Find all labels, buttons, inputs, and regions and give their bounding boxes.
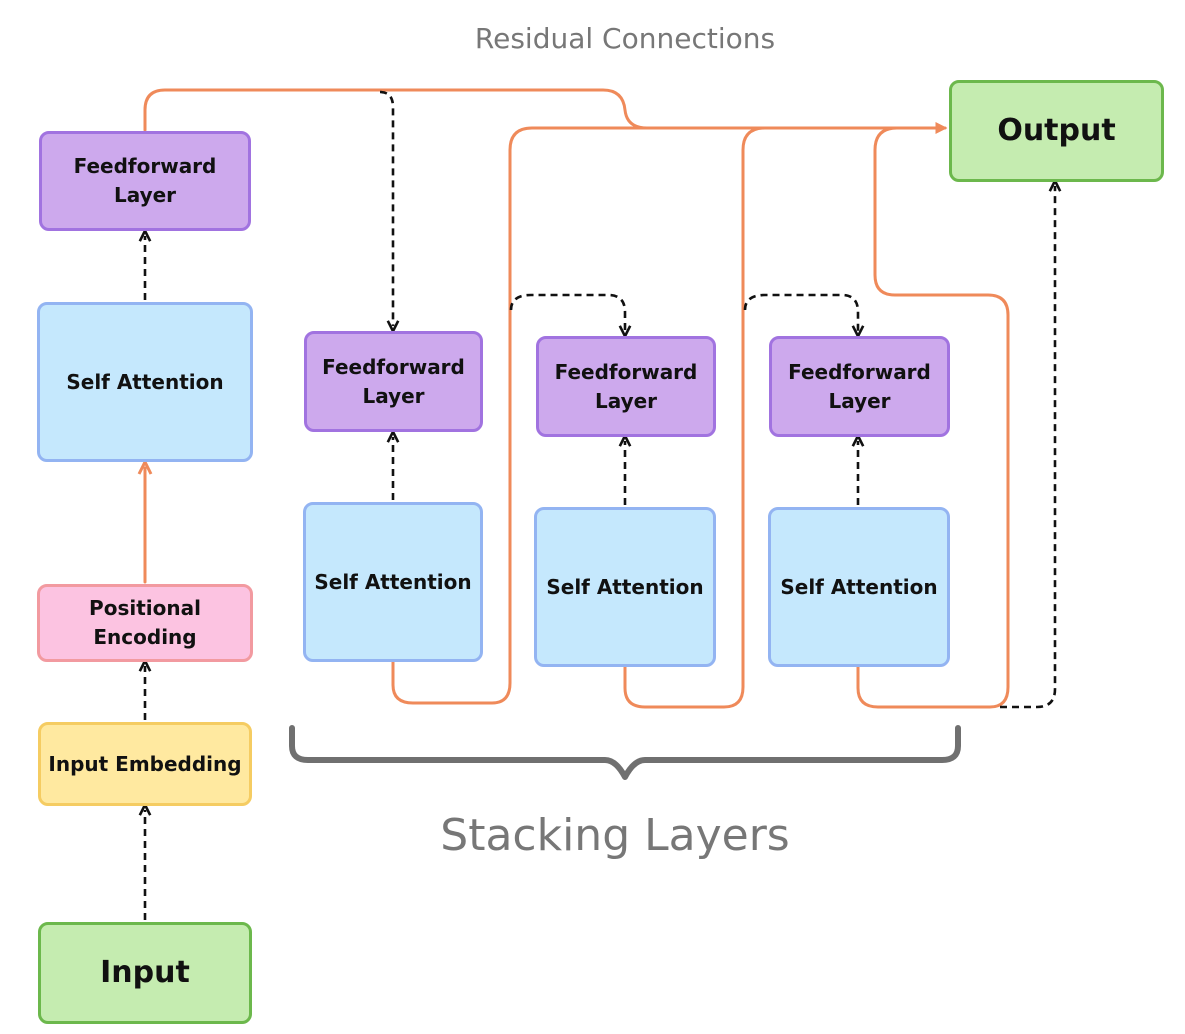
flow-into-layer-2 xyxy=(509,293,625,331)
flow-into-layer-3 xyxy=(743,293,858,331)
input-box: Input xyxy=(38,922,252,1024)
feedforward-layer-label: Feedforward Layer xyxy=(322,354,465,408)
output-box: Output xyxy=(949,80,1164,182)
output-label: Output xyxy=(997,113,1116,149)
residual-line-layer-2 xyxy=(623,126,902,709)
feedforward-layer-box-input-stack: Feedforward Layer xyxy=(39,131,251,231)
flow-to-output xyxy=(1000,186,1055,709)
residual-line-first-feedforward xyxy=(143,88,948,134)
feedforward-layer-label: Feedforward Layer xyxy=(73,154,217,207)
stacking-layers-caption: Stacking Layers xyxy=(440,810,790,861)
self-attention-box-3: Self Attention xyxy=(768,507,950,667)
positional-encoding-label: Positional Encoding xyxy=(89,596,201,649)
positional-encoding-box: Positional Encoding xyxy=(37,584,253,662)
feedforward-layer-label: Feedforward Layer xyxy=(554,359,698,413)
input-label: Input xyxy=(100,955,190,991)
self-attention-box-1: Self Attention xyxy=(303,502,483,662)
feedforward-layer-label: Feedforward Layer xyxy=(788,359,931,413)
input-embedding-label: Input Embedding xyxy=(48,751,242,776)
feedforward-layer-box-2: Feedforward Layer xyxy=(536,336,716,437)
self-attention-label: Self Attention xyxy=(546,574,704,599)
flow-into-layer-1 xyxy=(379,90,393,326)
self-attention-label: Self Attention xyxy=(66,369,224,394)
residual-line-layer-1 xyxy=(391,126,902,705)
self-attention-label: Self Attention xyxy=(780,574,938,599)
self-attention-box-input-stack: Self Attention xyxy=(37,302,253,462)
residual-line-layer-3 xyxy=(856,126,1010,709)
feedforward-layer-box-1: Feedforward Layer xyxy=(304,331,483,432)
input-embedding-box: Input Embedding xyxy=(38,722,252,806)
self-attention-box-2: Self Attention xyxy=(534,507,716,667)
self-attention-label: Self Attention xyxy=(314,569,472,594)
stacking-layers-brace xyxy=(289,725,961,780)
residual-connections-title: Residual Connections xyxy=(474,22,776,55)
feedforward-layer-box-3: Feedforward Layer xyxy=(769,336,950,437)
